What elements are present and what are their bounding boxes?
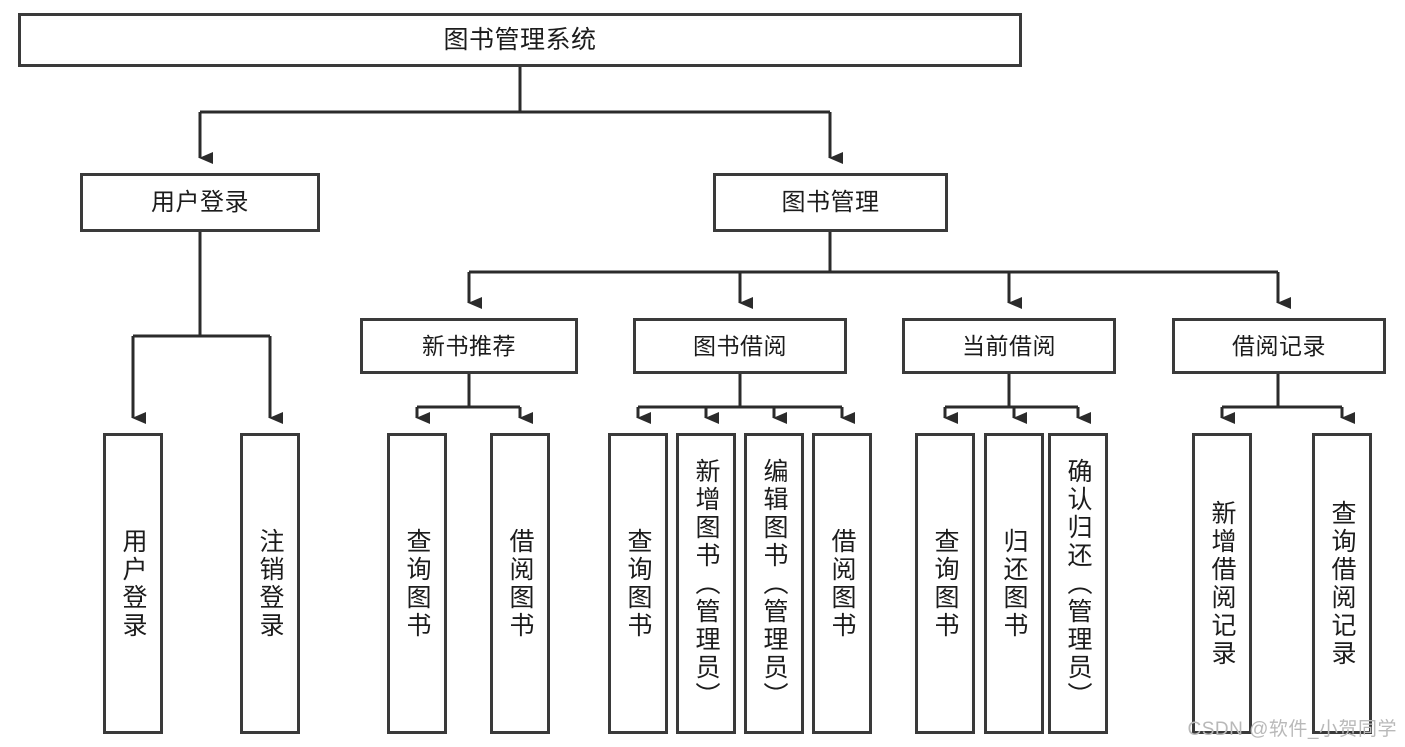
leaf-user-login-login[interactable]: 用户登录 (103, 433, 163, 734)
node-label: 查询图书 (624, 527, 652, 640)
node-label: 图书管理 (781, 188, 880, 216)
node-label: 图书管理系统 (443, 25, 597, 54)
node-root-system[interactable]: 图书管理系统 (18, 13, 1022, 67)
node-label: 归还图书 (1000, 527, 1028, 640)
node-new-book-recommend[interactable]: 新书推荐 (360, 318, 578, 374)
node-book-management[interactable]: 图书管理 (713, 173, 948, 232)
node-user-login[interactable]: 用户登录 (80, 173, 320, 232)
leaf-book-borrow-add[interactable]: 新增图书（管理员） (676, 433, 736, 734)
leaf-borrow-record-query[interactable]: 查询借阅记录 (1312, 433, 1372, 734)
leaf-book-borrow-edit[interactable]: 编辑图书（管理员） (744, 433, 804, 734)
csdn-watermark: CSDN @软件_小贺同学 (1187, 719, 1397, 740)
node-label: 查询借阅记录 (1328, 499, 1356, 668)
node-borrow-record[interactable]: 借阅记录 (1172, 318, 1386, 374)
leaf-new-book-query[interactable]: 查询图书 (387, 433, 447, 734)
node-label: 注销登录 (256, 527, 284, 640)
node-label: 新增借阅记录 (1208, 499, 1236, 668)
leaf-user-login-logout[interactable]: 注销登录 (240, 433, 300, 734)
node-label: 借阅图书 (506, 527, 534, 640)
leaf-current-borrow-return[interactable]: 归还图书 (984, 433, 1044, 734)
node-label: 查询图书 (403, 527, 431, 640)
leaf-borrow-record-add[interactable]: 新增借阅记录 (1192, 433, 1252, 734)
node-label: 查询图书 (931, 527, 959, 640)
node-label: 确认归还（管理员） (1064, 457, 1092, 710)
node-book-borrow[interactable]: 图书借阅 (633, 318, 847, 374)
node-label: 用户登录 (119, 527, 147, 640)
node-label: 借阅图书 (828, 527, 856, 640)
node-label: 新增图书（管理员） (692, 457, 720, 710)
node-current-borrow[interactable]: 当前借阅 (902, 318, 1116, 374)
leaf-current-borrow-query[interactable]: 查询图书 (915, 433, 975, 734)
node-label: 新书推荐 (422, 332, 516, 359)
leaf-book-borrow-borrow[interactable]: 借阅图书 (812, 433, 872, 734)
leaf-book-borrow-query[interactable]: 查询图书 (608, 433, 668, 734)
node-label: 借阅记录 (1232, 332, 1326, 359)
node-label: 当前借阅 (962, 332, 1056, 359)
leaf-new-book-borrow[interactable]: 借阅图书 (490, 433, 550, 734)
node-label: 用户登录 (151, 188, 249, 216)
node-label: 图书借阅 (693, 332, 787, 359)
leaf-current-borrow-confirm-return[interactable]: 确认归还（管理员） (1048, 433, 1108, 734)
node-label: 编辑图书（管理员） (760, 457, 788, 710)
